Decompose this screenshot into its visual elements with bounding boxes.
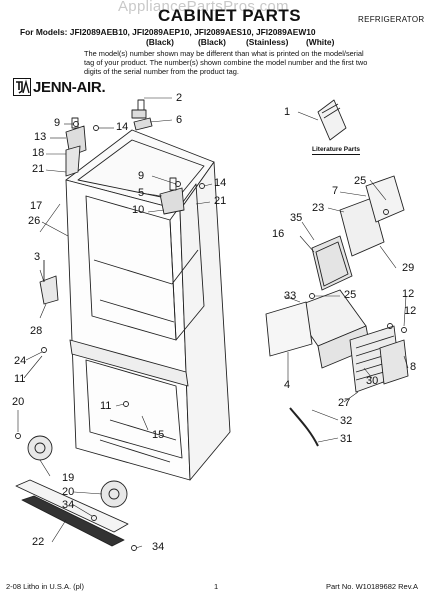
watermark: AppliancePartsPros.com [118,0,289,15]
callout-label: 4 [284,379,291,391]
callout-label: 17 [30,200,43,212]
base-grille [15,479,129,533]
literature-booklet [317,99,347,141]
callout-label: 24 [14,355,27,367]
callout-label: 35 [290,212,303,224]
callout-label: 2 [176,92,183,104]
callout-label: 9 [138,170,145,182]
callout-label: 18 [32,147,45,159]
cabinet-right-side [179,161,231,481]
model-notice: The model(s) number shown may be differe… [84,49,368,77]
callout-label: 5 [138,187,145,199]
callout-label: 11 [14,373,26,385]
callout-label: 33 [284,290,297,302]
callout-label: 30 [366,375,379,387]
right-roller [100,480,128,508]
callout-label: 25 [344,289,357,301]
left-roller [27,435,53,461]
callout-label: 31 [340,433,353,445]
color-black-1: (Black) [146,37,174,47]
callout-label: 12 [402,288,415,300]
callout-label: 14 [116,121,129,133]
callout-label: 26 [28,215,41,227]
callout-label: 25 [354,175,367,187]
callout-label: 13 [34,131,47,143]
callout-label: 11 [100,400,112,412]
callout-label: 15 [152,429,165,441]
callout-label: 32 [340,415,353,427]
callout-label: 14 [214,177,227,189]
callout-label: 21 [32,163,45,175]
brand-name: JENN-AIR. [33,78,106,96]
callout-label: 27 [338,397,351,409]
jenn-air-logo-icon [13,78,31,96]
page-title: CABINET PARTS [158,6,302,25]
color-white: (White) [306,37,335,47]
callout-label: 8 [410,361,417,373]
footer-page-number: 1 [214,582,219,591]
callout-label: 19 [62,472,75,484]
callout-label: 21 [214,195,227,207]
callout-label: 16 [272,228,285,240]
callout-label: 3 [34,251,41,263]
callout-label: 34 [152,541,165,553]
model-list: For Models: JFI2089AEB10, JFI2089AEP10, … [20,27,316,37]
color-stainless: (Stainless) [246,37,289,47]
product-category: REFRIGERATOR [358,15,425,24]
cabinet-left-side [65,179,191,481]
callout-label: 10 [132,204,145,216]
callout-label: 28 [30,325,43,337]
footer-litho: 2-08 Litho in U.S.A. (pl) [6,582,84,591]
callout-label: 1 [284,106,291,118]
brand-logo: JENN-AIR. [13,78,106,96]
callout-label: 6 [176,114,183,126]
footer-part-number: Part No. W10189682 Rev.A [326,582,418,591]
color-black-2: (Black) [198,37,226,47]
callout-label: 29 [402,262,415,274]
callout-label: 34 [62,499,75,511]
callout-label: 7 [332,185,339,197]
literature-parts-label: Literature Parts [312,146,361,155]
callout-label: 12 [404,305,417,317]
callout-label: 20 [12,396,25,408]
callout-label: 23 [312,202,325,214]
callout-label: 20 [62,486,75,498]
callout-label: 22 [32,536,45,548]
callout-label: 9 [54,117,61,129]
